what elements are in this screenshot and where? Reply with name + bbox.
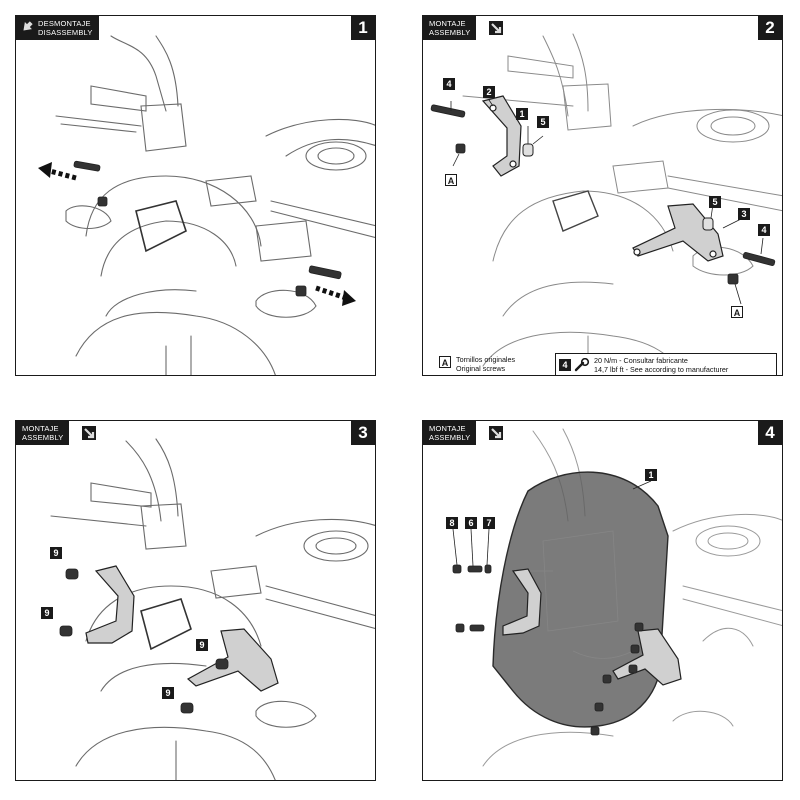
part-tag-original: A: [731, 306, 743, 318]
header-en: ASSEMBLY: [22, 433, 64, 442]
step-number: 2: [758, 16, 782, 40]
header-es: DESMONTAJE: [38, 19, 91, 28]
part-tag: 9: [162, 687, 174, 699]
header-es: MONTAJE: [22, 424, 59, 433]
arrow-icon: [23, 21, 33, 31]
bracket-right: [632, 203, 724, 262]
part-tag: 9: [41, 607, 53, 619]
part-tag: 9: [196, 639, 208, 651]
panel-step-2: MONTAJE ASSEMBLY 2 4 2 1 5 A 5 3 4 A A T…: [422, 15, 783, 376]
step-number: 3: [351, 421, 375, 445]
removal-arrow-left: [38, 162, 77, 181]
part-tag: 2: [483, 86, 495, 98]
legend-torque-number: 4: [559, 359, 571, 371]
windscreen: [492, 471, 669, 728]
assembly-illustration-fasten: [50, 438, 375, 780]
part-tag: 5: [537, 116, 549, 128]
step-header: MONTAJE ASSEMBLY: [423, 16, 477, 40]
step-header: DESMONTAJE DISASSEMBLY: [16, 16, 99, 40]
part-tag: 7: [483, 517, 495, 529]
arrow-icon: [489, 21, 503, 35]
arrow-icon: [489, 426, 503, 440]
legend-torque-line1: 20 N/m - Consultar fabricante: [594, 356, 688, 365]
panel-step-3: MONTAJE ASSEMBLY 3 9 9 9 9: [15, 420, 376, 781]
part-tag: 9: [50, 547, 62, 559]
part-tag: 6: [465, 517, 477, 529]
part-tag: 8: [446, 517, 458, 529]
arrow-icon: [82, 426, 96, 440]
legend-es: Tornillos originales: [456, 355, 516, 364]
header-en: ASSEMBLY: [429, 433, 471, 442]
part-tag: 1: [516, 108, 528, 120]
assembly-illustration-brackets: [430, 33, 782, 375]
bracket-left: [481, 95, 522, 177]
panel-step-1: DESMONTAJE DISASSEMBLY 1: [15, 15, 376, 376]
legend-original-screws: Tornillos originales Original screws: [456, 355, 516, 373]
part-tag: 4: [758, 224, 770, 236]
step-number: 4: [758, 421, 782, 445]
legend-letter: A: [439, 356, 451, 368]
step-header: MONTAJE ASSEMBLY: [16, 421, 70, 445]
part-tag: 5: [709, 196, 721, 208]
part-tag: 1: [645, 469, 657, 481]
wrench-icon: [574, 358, 590, 372]
legend-torque-line2: 14,7 lbf ft - See according to manufactu…: [594, 364, 729, 374]
step-header: MONTAJE ASSEMBLY: [423, 421, 477, 445]
part-tag-original: A: [445, 174, 457, 186]
part-tag: 3: [738, 208, 750, 220]
header-es: MONTAJE: [429, 19, 466, 28]
header-en: DISASSEMBLY: [38, 28, 93, 37]
step-number: 1: [351, 16, 375, 40]
assembly-illustration-windscreen: [452, 428, 782, 767]
part-tag: 4: [443, 78, 455, 90]
disassembly-illustration: [38, 35, 375, 375]
panel-step-4: MONTAJE ASSEMBLY 4 1 8 6 7: [422, 420, 783, 781]
legend-en: Original screws: [456, 363, 506, 373]
removal-arrow-right: [315, 285, 356, 306]
legend-torque: 4 20 N/m - Consultar fabricante 14,7 lbf…: [555, 353, 777, 375]
header-en: ASSEMBLY: [429, 28, 471, 37]
header-es: MONTAJE: [429, 424, 466, 433]
